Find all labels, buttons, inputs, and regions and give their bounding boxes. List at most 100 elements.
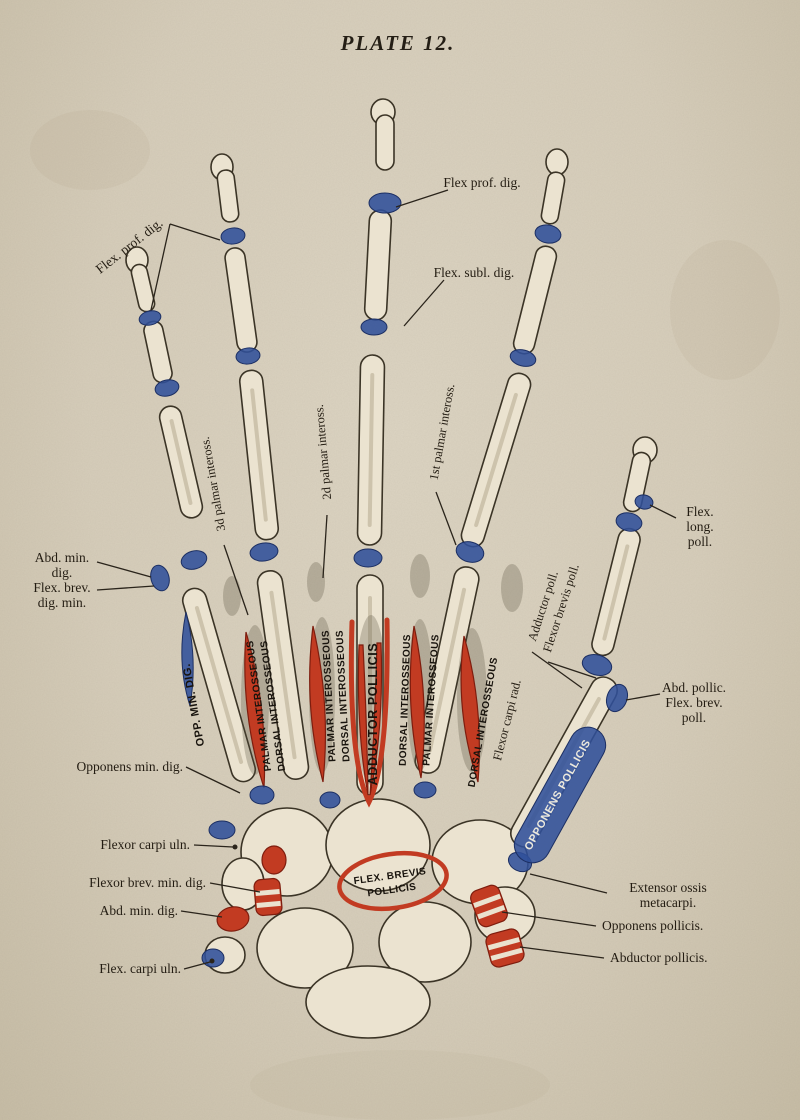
leader <box>185 766 241 794</box>
shade <box>307 562 325 602</box>
leader <box>180 910 223 918</box>
red-striped-patch <box>253 877 283 917</box>
ring-dip-attachment <box>220 227 246 245</box>
leader <box>403 279 445 327</box>
red-muscle-markings <box>216 617 525 968</box>
paper-stain <box>30 110 150 190</box>
index-finger-tip <box>545 148 569 176</box>
middle-middle-phalanx <box>363 209 393 321</box>
thumb-ip-attachment <box>615 512 643 532</box>
abd-pollic-attachment <box>605 683 629 713</box>
label-abd-min-3: Flex. brev. <box>33 580 90 595</box>
label-extensor-ossis-2: metacarpi. <box>640 895 697 910</box>
opponens-pollicis-attachment <box>470 884 508 928</box>
label-flex-long-1: Flex. <box>686 504 713 519</box>
little-pip-attachment <box>154 379 180 397</box>
label-adductor-pollicis: ADDUCTOR POLLICIS <box>366 643 380 786</box>
little-mcp-attachment <box>180 550 208 570</box>
stripe <box>255 888 280 897</box>
abd-pollic-block: Abd. pollic. Flex. brev. poll. <box>662 680 726 725</box>
label-flex-long-3: poll. <box>688 534 712 549</box>
metacarpal-base-attachment-3 <box>413 781 437 799</box>
stripe <box>473 893 502 908</box>
index-distal-phalanx <box>540 171 566 225</box>
leader <box>150 223 171 311</box>
label-dorsal-interosseous-3: DORSAL INTEROSSEOUS <box>398 634 414 766</box>
ring-mcp-attachment <box>249 542 279 562</box>
stripe <box>477 904 506 920</box>
stripe <box>487 937 520 951</box>
abd-min-dig-attachment <box>216 906 250 932</box>
label-abd-pollic-3: poll. <box>682 710 706 725</box>
stripe <box>256 900 281 909</box>
label-flex-carpi-uln: Flex. carpi uln. <box>99 961 181 976</box>
interosseous-muscle-4 <box>460 635 480 783</box>
leader <box>395 189 449 208</box>
little-metacarpal-edge-attachment <box>181 611 194 707</box>
paper-stain <box>250 1050 550 1120</box>
abd-min-dig-insert <box>150 564 170 592</box>
middle-dip-attachment <box>368 192 402 214</box>
little-finger <box>125 246 257 783</box>
interosseous-muscle-3 <box>409 625 425 779</box>
label-flex-long-2: long. <box>686 519 713 534</box>
little-dip-attachment <box>138 310 162 326</box>
opponens-pollicis-band <box>513 726 607 864</box>
ring-distal-phalanx <box>216 169 240 223</box>
leader <box>183 961 211 970</box>
label-abductor-pollicis: Abductor pollicis. <box>610 950 708 965</box>
shade <box>223 576 241 616</box>
label-abd-min-2: dig. <box>52 565 73 580</box>
label-extensor-ossis-1: Extensor ossis <box>629 880 707 895</box>
thumb-distal-phalanx <box>622 451 652 513</box>
flexor-carpi-uln-attachment <box>208 820 236 840</box>
leader <box>529 873 608 894</box>
leader <box>169 223 221 241</box>
triquetrum-bone <box>256 907 354 989</box>
abd-min-dig-block: Abd. min. dig. Flex. brev. dig. min. <box>33 550 90 610</box>
middle-pip-attachment <box>360 318 388 336</box>
scaphoid-bone <box>305 965 431 1039</box>
leader <box>531 651 583 689</box>
label-flex-prof-dig-right: Flex prof. dig. <box>443 175 520 190</box>
extensor-ossis-block: Extensor ossis metacarpi. <box>629 880 707 910</box>
leader <box>96 585 155 591</box>
shade <box>410 554 430 598</box>
metacarpal-base-attachment-2 <box>319 791 341 809</box>
shade <box>501 564 523 612</box>
leader <box>547 661 597 679</box>
leader <box>209 882 261 893</box>
paper-stain <box>670 240 780 380</box>
leader <box>625 693 661 701</box>
leader-dot <box>209 958 215 964</box>
index-dip-attachment <box>534 224 562 244</box>
middle-distal-phalanx <box>375 114 395 171</box>
thumb-mp-attachment <box>581 654 613 676</box>
label-abd-min-dig: Abd. min. dig. <box>100 903 178 918</box>
abductor-pollicis-attachment <box>485 928 525 968</box>
leader <box>193 844 234 848</box>
index-finger <box>414 148 569 774</box>
striped-attachment-left <box>253 877 283 917</box>
flexor-brevis-pollicis-oval <box>337 850 449 912</box>
label-flex-subl-dig: Flex. subl. dig. <box>434 265 515 280</box>
metacarpal-base-attachment-1 <box>249 785 275 805</box>
opponens-pollicis-blue-capsule <box>513 726 607 864</box>
adductor-pollicis-band-left <box>357 644 369 796</box>
thumb-flex-long-attachment <box>634 494 654 510</box>
label-opponens-pollicis: Opponens pollicis. <box>602 918 703 933</box>
flexor-brev-min-dig-attachment <box>261 845 287 875</box>
flex-long-poll-block: Flex. long. poll. <box>686 504 713 549</box>
label-opponens-min-dig: Opponens min. dig. <box>77 759 184 774</box>
flex-carpi-uln-attachment <box>201 948 225 968</box>
label-flexor-carpi-uln: Flexor carpi uln. <box>100 837 190 852</box>
interosseous-muscle-2 <box>309 625 327 783</box>
label-abd-min-1: Abd. min. <box>35 550 89 565</box>
middle-mcp-attachment <box>353 548 383 568</box>
label-abd-pollic-1: Abd. pollic. <box>662 680 726 695</box>
leader-lines <box>96 189 677 970</box>
leader <box>96 561 152 578</box>
label-abd-min-4: dig. min. <box>38 595 86 610</box>
